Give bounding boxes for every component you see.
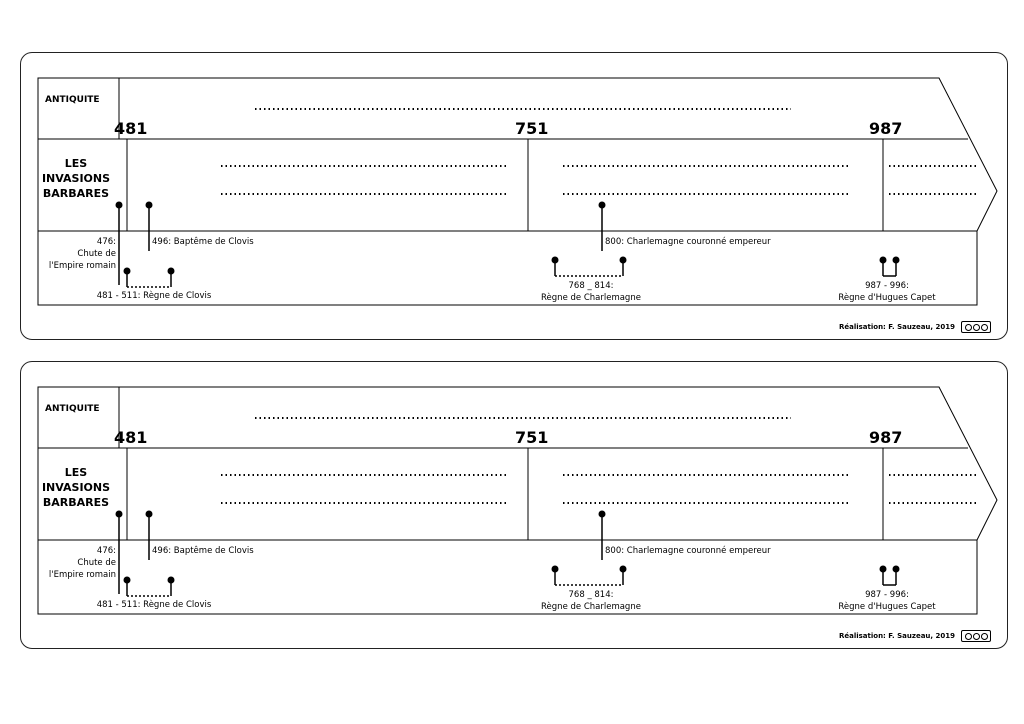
timeline-diagram: ANTIQUITE 481 751 987 LES INVASIONS BARB… xyxy=(37,77,998,306)
reign-capet-label-line-1: 987 - 996: xyxy=(865,281,909,291)
event-476-pin xyxy=(115,510,123,518)
reign-clovis-label: 481 - 511: Règne de Clovis xyxy=(97,599,212,610)
timeline-arrow-outline xyxy=(37,386,998,615)
reign-capet-label-line-2: Règne d'Hugues Capet xyxy=(838,601,936,612)
timeline-card-1: ANTIQUITE 481 751 987 LES INVASIONS BARB… xyxy=(20,52,1008,340)
credit-footer: Réalisation: F. Sauzeau, 2019 xyxy=(839,321,991,333)
reign-charlemagne-end-pin xyxy=(619,256,627,264)
antiquite-label: ANTIQUITE xyxy=(45,404,100,414)
reign-clovis-label: 481 - 511: Règne de Clovis xyxy=(97,290,212,301)
reign-capet-label-line-1: 987 - 996: xyxy=(865,590,909,600)
date-751: 751 xyxy=(515,119,548,138)
event-800-pin xyxy=(598,201,606,209)
credit-footer: Réalisation: F. Sauzeau, 2019 xyxy=(839,630,991,642)
reign-charlemagne-label-line-2: Règne de Charlemagne xyxy=(541,292,641,303)
event-476-pin xyxy=(115,201,123,209)
reign-capet-end-pin xyxy=(892,565,900,573)
period-title-line-3: BARBARES xyxy=(43,496,109,509)
date-481: 481 xyxy=(114,428,147,447)
date-987: 987 xyxy=(869,119,902,138)
period-title-line-1: LES xyxy=(65,466,88,479)
date-987: 987 xyxy=(869,428,902,447)
author-credit: Réalisation: F. Sauzeau, 2019 xyxy=(838,632,955,640)
reign-clovis-end-pin xyxy=(167,267,175,275)
period-title-line-2: INVASIONS xyxy=(42,481,110,494)
timeline-diagram: ANTIQUITE 481 751 987 LES INVASIONS BARB… xyxy=(37,386,998,615)
reign-clovis-bracket xyxy=(126,271,172,287)
reign-clovis-bracket xyxy=(126,580,172,596)
event-476-label-line-1: 476: xyxy=(97,237,116,247)
reign-clovis-start-pin xyxy=(123,267,131,275)
creative-commons-by-nc-sa-icon xyxy=(961,630,991,642)
event-496-pin xyxy=(145,201,153,209)
event-800-label: 800: Charlemagne couronné empereur xyxy=(605,236,771,247)
event-476-label-line-1: 476: xyxy=(97,546,116,556)
reign-charlemagne-start-pin xyxy=(551,256,559,264)
event-476-label-line-3: l'Empire romain xyxy=(49,570,116,580)
reign-charlemagne-start-pin xyxy=(551,565,559,573)
reign-charlemagne-end-pin xyxy=(619,565,627,573)
reign-charlemagne-bracket xyxy=(554,260,624,276)
reign-charlemagne-label-line-1: 768 _ 814: xyxy=(569,590,614,600)
event-476-label-line-2: Chute de xyxy=(77,249,116,259)
event-476-label-line-3: l'Empire romain xyxy=(49,261,116,271)
period-title-line-1: LES xyxy=(65,157,88,170)
reign-clovis-end-pin xyxy=(167,576,175,584)
event-800-label: 800: Charlemagne couronné empereur xyxy=(605,545,771,556)
date-751: 751 xyxy=(515,428,548,447)
author-credit: Réalisation: F. Sauzeau, 2019 xyxy=(838,323,955,331)
event-476-label-line-2: Chute de xyxy=(77,558,116,568)
event-496-pin xyxy=(145,510,153,518)
creative-commons-by-nc-sa-icon xyxy=(961,321,991,333)
reign-capet-end-pin xyxy=(892,256,900,264)
event-800-pin xyxy=(598,510,606,518)
period-title-line-3: BARBARES xyxy=(43,187,109,200)
reign-capet-start-pin xyxy=(879,256,887,264)
reign-capet-start-pin xyxy=(879,565,887,573)
timeline-card-2: ANTIQUITE 481 751 987 LES INVASIONS BARB… xyxy=(20,361,1008,649)
timeline-arrow-outline xyxy=(37,77,998,306)
event-496-label: 496: Baptême de Clovis xyxy=(152,545,254,556)
reign-charlemagne-bracket xyxy=(554,569,624,585)
reign-charlemagne-label-line-2: Règne de Charlemagne xyxy=(541,601,641,612)
period-title-line-2: INVASIONS xyxy=(42,172,110,185)
event-496-label: 496: Baptême de Clovis xyxy=(152,236,254,247)
date-481: 481 xyxy=(114,119,147,138)
antiquite-label: ANTIQUITE xyxy=(45,95,100,105)
reign-charlemagne-label-line-1: 768 _ 814: xyxy=(569,281,614,291)
reign-clovis-start-pin xyxy=(123,576,131,584)
reign-capet-label-line-2: Règne d'Hugues Capet xyxy=(838,292,936,303)
